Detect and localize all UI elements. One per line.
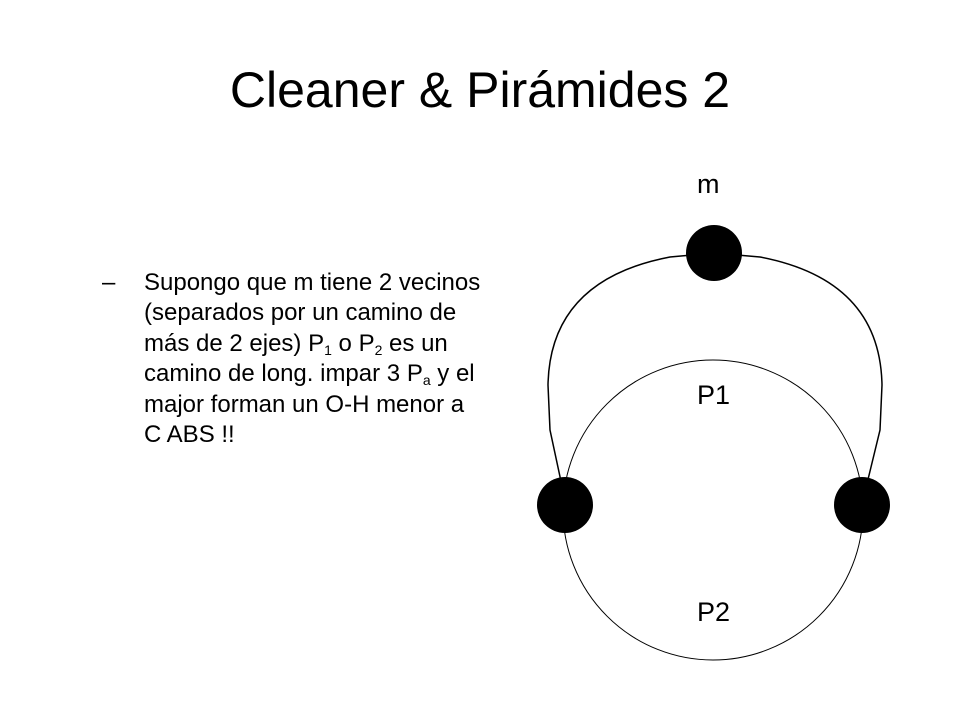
subscript: 2 xyxy=(374,341,383,358)
bullet-point: – Supongo que m tiene 2 vecinos (separad… xyxy=(102,268,482,450)
outer-arc-path xyxy=(547,252,883,501)
bullet-text-part: o P xyxy=(331,329,375,357)
node-left xyxy=(537,477,593,533)
bullet-text-part: P xyxy=(308,329,325,357)
label-m: m xyxy=(697,169,720,199)
subscript: a xyxy=(422,372,431,389)
bullet-text-part: es un camino de long. impar xyxy=(144,329,448,388)
node-m xyxy=(686,225,742,281)
bullet-text-part: P xyxy=(406,360,423,388)
slide-title: Cleaner & Pirámides 2 xyxy=(229,62,731,118)
node-right xyxy=(834,477,890,533)
label-p2: P2 xyxy=(697,597,731,627)
bullet-text-part: y el major forman un O-H menor a C ABS !… xyxy=(144,360,475,449)
label-p1: P1 xyxy=(697,380,731,410)
bullet-text: Supongo que m tiene 2 vecinos (separados… xyxy=(144,268,482,450)
bullet-marker: – xyxy=(102,269,116,296)
bullet-text-part: Supongo que m tiene 2 vecinos (separados… xyxy=(144,269,481,357)
subscript: 1 xyxy=(324,341,332,358)
bullet-text-part: 3 xyxy=(386,360,407,388)
